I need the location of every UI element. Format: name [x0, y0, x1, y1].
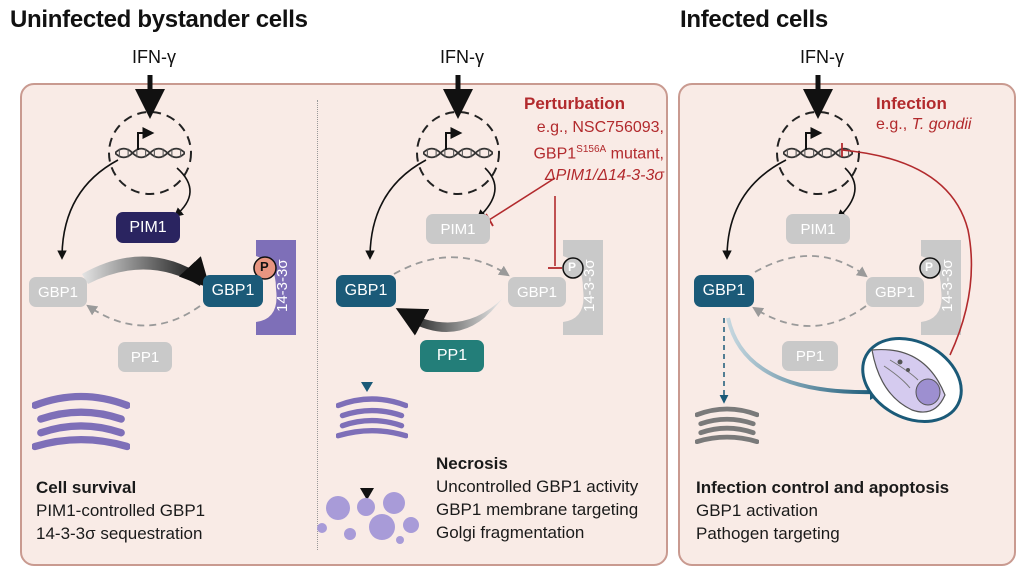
infection-title: Infection: [876, 94, 947, 113]
dephosphorylation-arrow-weak: [752, 305, 867, 327]
nucleus-necrosis: [416, 111, 500, 195]
adapter-14-3-3-inactive: [562, 240, 603, 335]
phosphate-label-3: P: [925, 260, 934, 274]
induction-arrow-pim1: [173, 167, 191, 218]
heading-uninfected: Uninfected bystander cells: [10, 6, 308, 33]
dna-helix-icon: [423, 147, 493, 159]
perturbation-title: Perturbation: [524, 94, 626, 113]
perturbation-text: e.g., NSC756093, GBP1S156A mutant, ΔPIM1…: [533, 119, 664, 185]
gbp1-sequestered: GBP1: [203, 275, 263, 307]
panel-divider: [317, 100, 318, 550]
pim1-inactive: PIM1: [786, 214, 850, 244]
caption-infection: Infection control and apoptosis GBP1 act…: [696, 478, 950, 543]
pim1-active: PIM1: [116, 212, 180, 243]
ifn-gamma-label-3: IFN-γ: [800, 47, 844, 67]
nucleus-infected: [776, 111, 860, 195]
induction-arrow-pim1: [476, 167, 496, 220]
golgi-fragments: [317, 492, 419, 544]
gbp1-activated: GBP1: [694, 275, 754, 307]
adapter-label: 14-3-3σ: [274, 259, 291, 312]
phosphate-icon: [562, 257, 584, 279]
adapter-label-2: 14-3-3σ: [581, 259, 598, 312]
pim1-inhibited: PIM1: [426, 214, 490, 244]
dephosphorylation-arrow: [86, 304, 201, 327]
ifn-gamma-label-2: IFN-γ: [440, 47, 484, 67]
phosphate-icon: [919, 257, 941, 279]
dephosphorylation-band: [402, 298, 503, 332]
phosphorylation-arrow-weak: [754, 255, 868, 278]
adapter-label-3: 14-3-3σ: [939, 259, 956, 312]
gbp1-unphosphorylated: GBP1: [29, 277, 87, 307]
toxoplasma-parasite-icon: [861, 337, 963, 423]
pathogen-targeting-arrow: [726, 317, 876, 395]
inhibition-line-pim1: [488, 177, 556, 221]
pp1-active: PP1: [420, 340, 484, 372]
gbp1-free-active: GBP1: [336, 275, 396, 307]
caption-survival: Cell survival PIM1-controlled GBP1 14-3-…: [36, 478, 206, 543]
ifn-gamma-label-1: IFN-γ: [132, 47, 176, 67]
pp1-inactive-2: PP1: [782, 341, 838, 371]
induction-arrow-pim1: [836, 167, 856, 220]
phosphorylation-band: [82, 256, 203, 286]
phosphate-icon: [253, 256, 277, 280]
phosphate-label-2: P: [568, 260, 577, 274]
adapter-14-3-3-survival: [253, 240, 296, 335]
heading-infected: Infected cells: [680, 6, 828, 33]
phosphate-label: P: [260, 259, 269, 274]
phosphorylation-arrow-weak: [393, 256, 510, 277]
nucleus-survival: [108, 111, 192, 195]
induction-arrow-gbp1: [722, 159, 787, 260]
golgi-stack-icon: [697, 409, 757, 442]
pp1-inactive: PP1: [118, 342, 172, 372]
caption-necrosis: Necrosis Uncontrolled GBP1 activity GBP1…: [436, 454, 639, 542]
dephosphorylation-arrow: [395, 308, 430, 336]
induction-arrow-gbp1: [365, 159, 427, 260]
golgi-stack-icon: [338, 399, 406, 436]
infection-example: e.g., T. gondii: [876, 116, 972, 133]
gbp1-phospho-inactive-2: GBP1: [866, 277, 924, 307]
adapter-14-3-3-infected: [919, 240, 961, 335]
gbp1-phospho-inactive: GBP1: [508, 277, 566, 307]
induction-arrow-gbp1: [57, 159, 119, 260]
golgi-stack-icon: [35, 397, 127, 447]
parasite-inhibition-line: [841, 149, 973, 356]
dna-helix-icon: [115, 147, 185, 159]
